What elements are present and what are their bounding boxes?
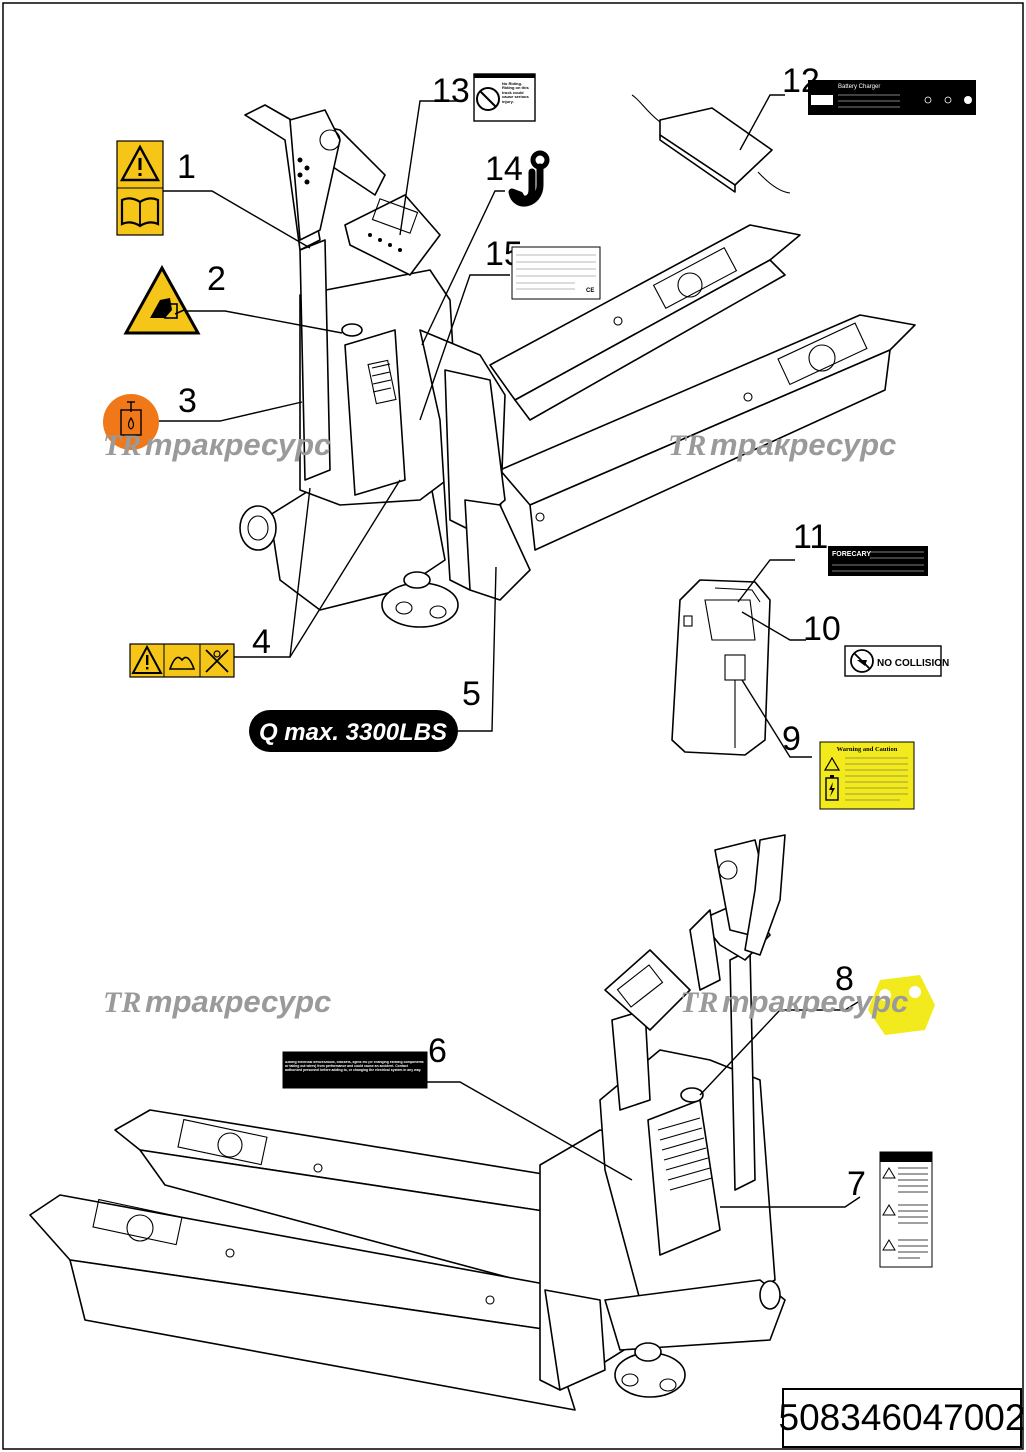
no-riding-icon [205,649,229,673]
watermark-1: TR тракресурс [103,427,331,462]
decal-warning-manual [116,140,164,236]
watermark-3: TR тракресурс [103,984,331,1019]
part-number-box: 508346047002 [779,1388,1025,1448]
watermark-logo: TR [103,986,141,1019]
pallet-truck-top-view [239,104,916,628]
decal-capacity-plate: Q max. 3300LBS [249,710,458,752]
warning-triangle-icon [119,144,161,182]
decal-hazard-strip [129,643,235,678]
decal-no-riding: No Riding. Riding on this truck could ca… [473,73,536,122]
watermark-logo: TR [103,429,141,462]
capacity-label: Q max. 3300LBS [259,719,447,746]
callout-1: 1 [177,148,196,186]
decal-hand-crush [123,264,201,335]
callout-13: 13 [432,72,470,110]
pallet-truck-bottom-view [29,834,786,1411]
watermark-text: тракресурс [145,984,331,1019]
callout-3: 3 [178,382,197,420]
watermark-text: тракресурс [710,427,896,462]
warning-triangle-icon [131,644,163,674]
watermark-4: TR тракресурс [680,984,908,1019]
decal-electrical-warning: Adding electrical devices/tools, bracket… [282,1051,428,1089]
callout-4: 4 [252,623,271,661]
decal-warning-caution: Warning and Caution [819,741,915,810]
watermark-logo: TR [668,429,706,462]
lifting-hook-icon [508,150,550,207]
battery-charger [631,94,791,194]
decal-charger-label: Battery Charger [808,80,976,115]
callout-10: 10 [803,610,841,648]
decal-oil-fill [103,394,159,450]
decal-spec-plate: CE [511,246,601,300]
manual-book-icon [168,656,196,670]
battery-brand: FORECARY [832,551,871,558]
watermark-text: тракресурс [145,427,331,462]
electrical-warning-text: Adding electrical devices/tools, bracket… [285,1061,424,1072]
ce-mark: CE [586,288,594,294]
oil-fill-icon [120,401,142,436]
decal-tall-warning [879,1151,933,1268]
watermark-text: тракресурс [722,984,908,1019]
lithium-battery-pack [671,579,771,756]
watermark-logo: TR [680,986,718,1019]
watermark-2: TR тракресурс [668,427,896,462]
callout-11: 11 [793,518,828,556]
hand-crush-icon [150,298,185,319]
warning-caution-title: Warning and Caution [837,746,898,753]
callout-numbers: 1 2 3 4 5 6 7 8 9 10 11 12 13 14 15 [177,62,866,1203]
battery-charger-title: Battery Charger [838,84,880,90]
manual-book-icon [120,197,160,228]
callout-9: 9 [782,720,801,758]
callout-5: 5 [462,675,481,713]
decal-hydraulic-ring [868,975,935,1035]
battery-icon [825,775,839,801]
no-riding-text: No Riding. Riding on this truck could ca… [502,82,529,104]
decal-no-collision: NO COLLISION [844,645,949,677]
callout-2: 2 [207,260,226,298]
callout-6: 6 [428,1032,447,1070]
no-collision-icon [850,649,874,673]
decal-battery-brand: FORECARY [828,546,928,576]
callout-8: 8 [835,960,854,998]
no-collision-label: NO COLLISION [877,658,949,669]
callout-14: 14 [485,150,523,188]
callout-7: 7 [847,1165,866,1203]
